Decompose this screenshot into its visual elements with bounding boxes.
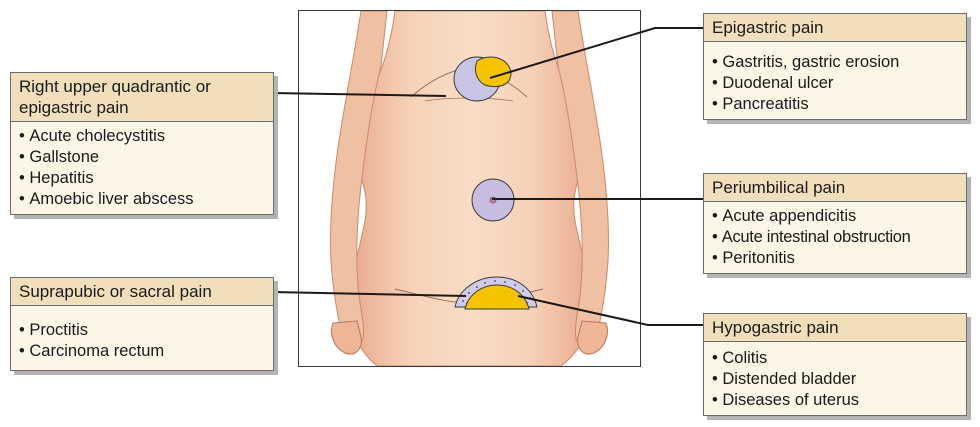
callout-list: Acute cholecystitis Gallstone Hepatitis …	[11, 122, 273, 214]
list-item: Distended bladder	[712, 369, 958, 390]
list-item: Gallstone	[19, 147, 265, 168]
callout-header: Right upper quadrantic or epigastric pai…	[11, 73, 273, 122]
callout-suprapubic: Suprapubic or sacral pain Proctitis Carc…	[10, 277, 274, 371]
callout-list: Acute appendicitis Acute intestinal obst…	[704, 202, 966, 273]
list-item: Pancreatitis	[712, 94, 958, 115]
callout-list: Colitis Distended bladder Diseases of ut…	[704, 342, 966, 415]
callout-periumbilical: Periumbilical pain Acute appendicitis Ac…	[703, 173, 967, 274]
callout-header: Epigastric pain	[704, 14, 966, 42]
right-hand	[578, 321, 608, 354]
callout-right-upper-quadrant: Right upper quadrantic or epigastric pai…	[10, 72, 274, 215]
callout-hypogastric: Hypogastric pain Colitis Distended bladd…	[703, 313, 967, 416]
callout-title: Suprapubic or sacral pain	[19, 281, 265, 302]
list-item: Diseases of uterus	[712, 390, 958, 411]
list-item: Acute appendicitis	[712, 206, 966, 227]
callout-title-line2: epigastric pain	[19, 97, 265, 118]
list-item: Carcinoma rectum	[19, 341, 265, 362]
callout-epigastric: Epigastric pain Gastritis, gastric erosi…	[703, 13, 967, 120]
callout-header: Suprapubic or sacral pain	[11, 278, 273, 306]
list-item: Acute intestinal obstruction	[712, 227, 966, 248]
callout-title-line1: Right upper quadrantic or	[19, 76, 265, 97]
list-item: Duodenal ulcer	[712, 73, 958, 94]
list-item: Amoebic liver abscess	[19, 189, 265, 210]
callout-list: Proctitis Carcinoma rectum	[11, 306, 273, 370]
torso-svg	[299, 11, 640, 366]
list-item: Acute cholecystitis	[19, 126, 265, 147]
list-item: Proctitis	[19, 320, 265, 341]
list-item: Gastritis, gastric erosion	[712, 52, 958, 73]
callout-title: Periumbilical pain	[712, 177, 958, 198]
left-hand	[332, 321, 362, 354]
list-item: Hepatitis	[19, 168, 265, 189]
list-item: Colitis	[712, 348, 958, 369]
list-item: Peritonitis	[712, 248, 966, 269]
callout-title: Epigastric pain	[712, 17, 958, 38]
callout-header: Periumbilical pain	[704, 174, 966, 202]
callout-header: Hypogastric pain	[704, 314, 966, 342]
torso-illustration	[298, 10, 641, 367]
umbilicus	[490, 197, 496, 203]
callout-title: Hypogastric pain	[712, 317, 958, 338]
callout-list: Gastritis, gastric erosion Duodenal ulce…	[704, 42, 966, 119]
